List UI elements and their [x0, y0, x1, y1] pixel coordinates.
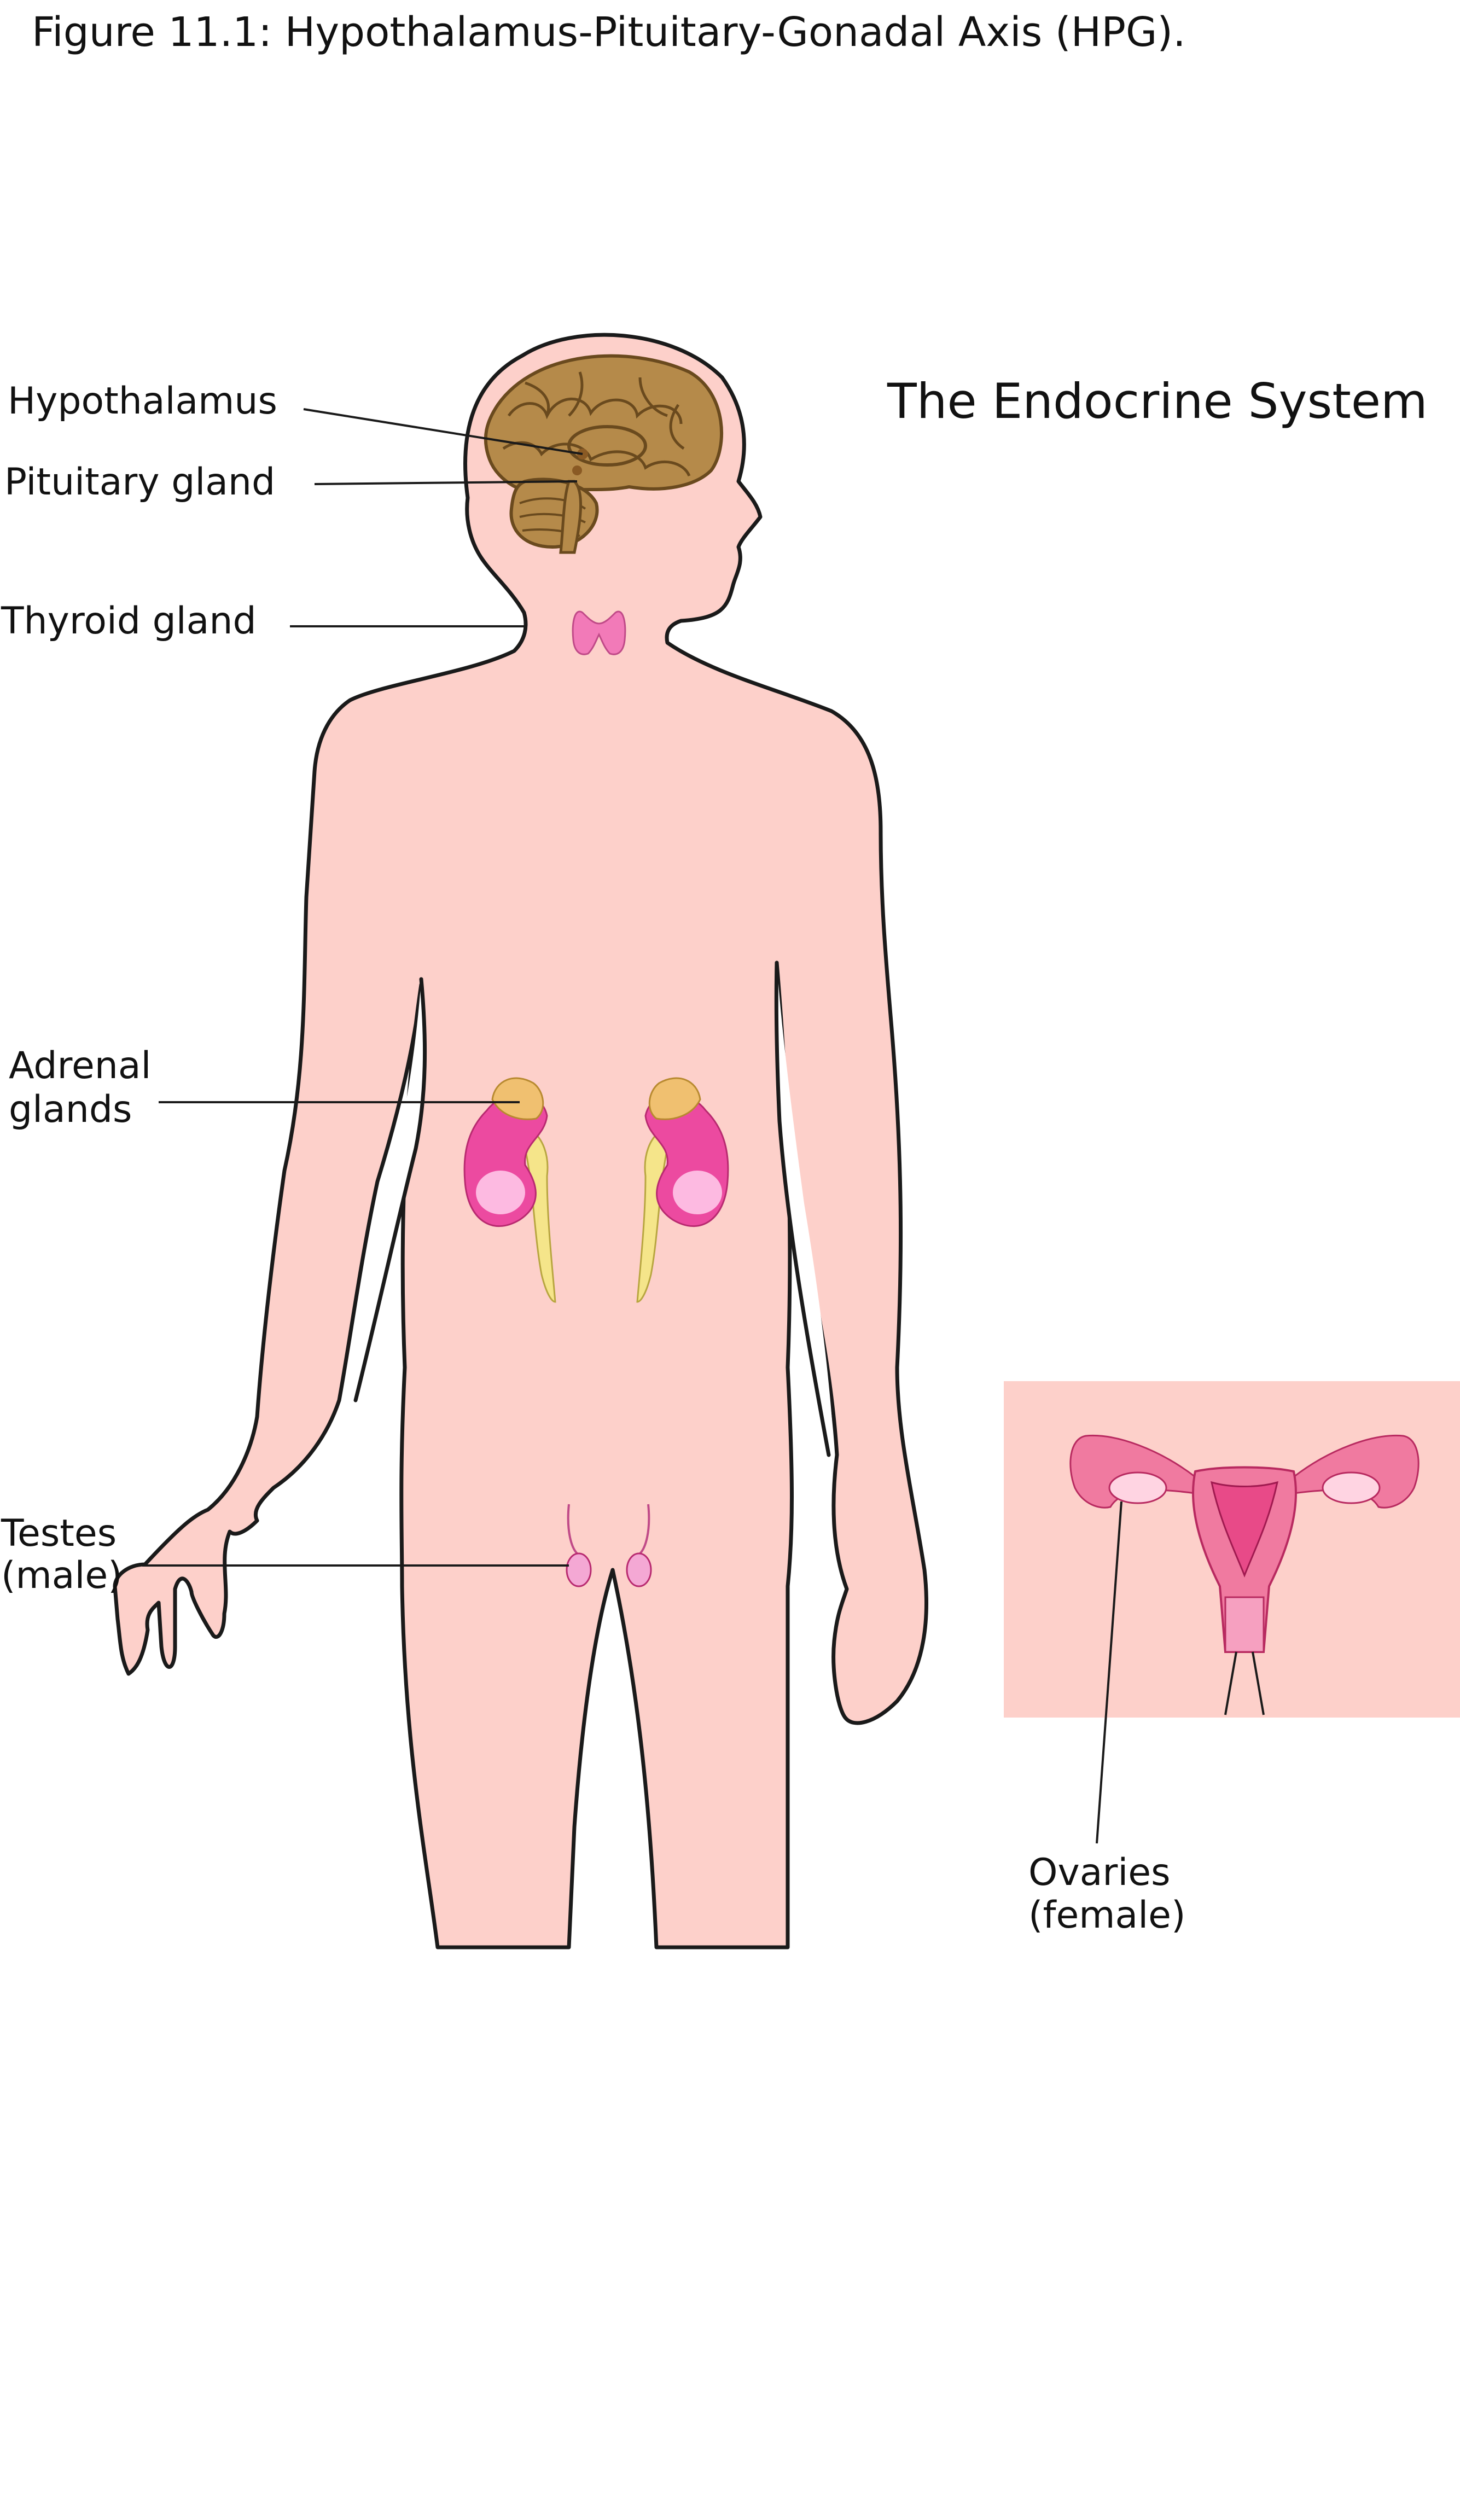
uterine-cavity: [1211, 1481, 1278, 1578]
thyroid-gland-label: Thyroid gland: [1, 600, 257, 643]
adrenal-glands-label-line2: glands: [9, 1088, 132, 1131]
ovaries-label-line2: (female): [1028, 1894, 1186, 1937]
left-ovary: [1108, 1471, 1167, 1504]
ovaries-leader: [1096, 1501, 1122, 1844]
right-adrenal-gland: [648, 1077, 701, 1120]
brain: [484, 354, 723, 554]
right-kidney-highlight: [673, 1171, 722, 1214]
left-testis: [566, 1552, 592, 1587]
vaginal-opening-lines: [1224, 1651, 1265, 1715]
pituitary-gland-label: Pituitary gland: [4, 461, 276, 504]
right-kidney-group: [636, 1077, 729, 1303]
brain-cerebellum: [509, 478, 599, 549]
diagram-subtitle: The Endocrine System: [887, 373, 1428, 429]
figure-title: Figure 11.1: Hypothalamus-Pituitary-Gona…: [32, 9, 1186, 56]
testes-label-line2: (male): [1, 1554, 123, 1597]
right-ovary: [1322, 1471, 1381, 1504]
left-kidney-highlight: [476, 1171, 525, 1214]
left-arm-inner-line: [353, 977, 427, 1402]
brain-folds: [502, 371, 691, 477]
left-kidney-group: [463, 1077, 556, 1303]
adrenal-glands-label-line1: Adrenal: [9, 1044, 152, 1087]
pituitary-mark: [572, 465, 582, 475]
testes: [566, 1504, 652, 1587]
pituitary-leader: [314, 480, 578, 485]
left-spermatic-cord: [567, 1504, 578, 1555]
brainstem: [559, 480, 583, 554]
hypothalamus-label: Hypothalamus: [8, 380, 277, 423]
thyroid-gland: [572, 610, 626, 655]
cervix: [1224, 1596, 1265, 1653]
corpus-callosum: [567, 425, 647, 467]
testes-label-line1: Testes: [1, 1512, 117, 1555]
left-adrenal-gland: [491, 1077, 544, 1120]
right-arm-inner-line: [774, 961, 831, 1457]
right-spermatic-cord: [639, 1504, 650, 1555]
ovaries-label-line1: Ovaries: [1028, 1851, 1171, 1894]
hypothalamus-leader: [303, 408, 583, 455]
right-arm-gap: [776, 963, 834, 1455]
brain-cerebrum: [484, 354, 723, 495]
right-testis: [626, 1552, 652, 1587]
ovaries-inset: [1004, 1381, 1460, 1718]
